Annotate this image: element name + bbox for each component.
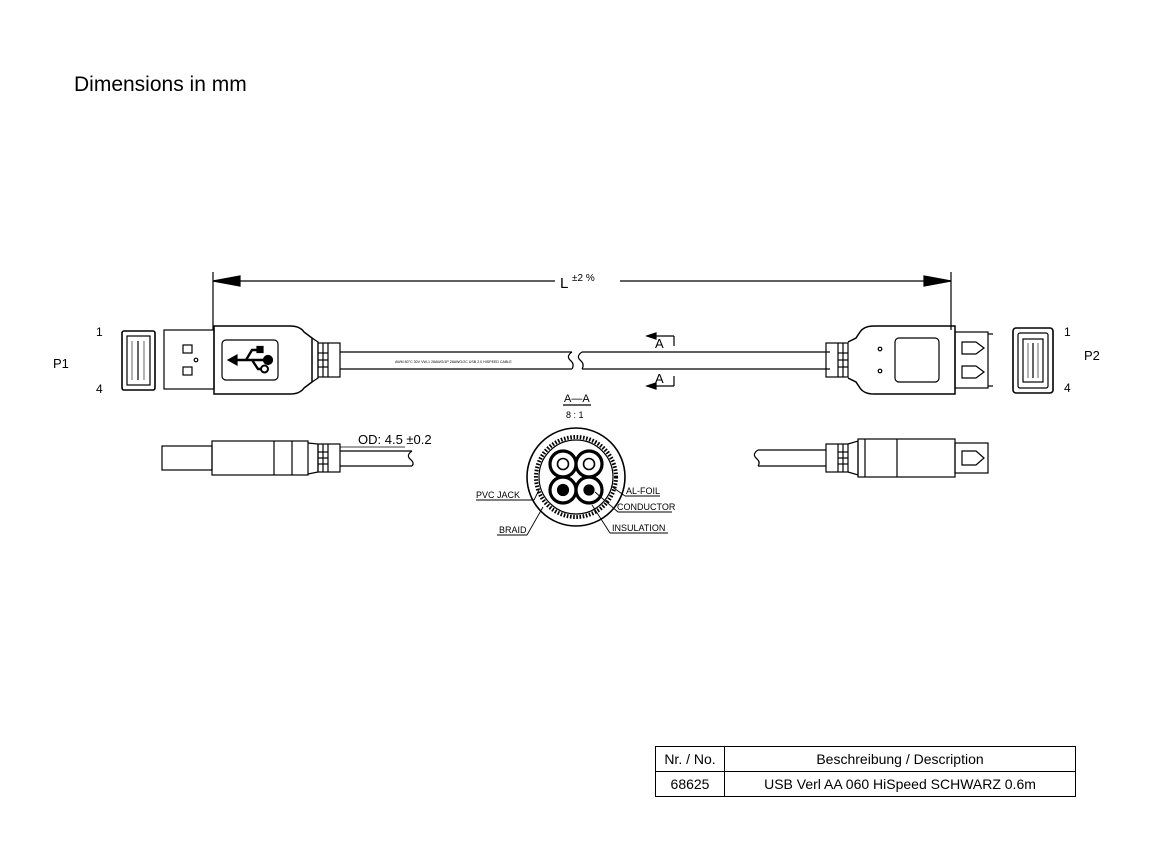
section-marker: A A xyxy=(645,332,675,390)
parts-table: Nr. / No. Beschreibung / Description 686… xyxy=(655,746,1076,797)
header-description: Beschreibung / Description xyxy=(724,746,1076,772)
section-leaders xyxy=(476,485,672,536)
cable-print: AWM 80°C 30V VW-1 28AWG/1P 28AWG/2C USB … xyxy=(395,360,512,364)
p1-plug-side-view xyxy=(163,325,341,395)
length-dimension: L ±2 % xyxy=(212,272,952,330)
p2-receptacle-top-view xyxy=(753,438,989,478)
cell-description: USB Verl AA 060 HiSpeed SCHWARZ 0.6m xyxy=(724,771,1076,797)
p2-receptacle-side-view xyxy=(825,325,993,395)
drawing-heading: Dimensions in mm xyxy=(74,73,247,96)
od-dimension: OD: 4.5 ±0.2 xyxy=(358,432,432,447)
length-tolerance: ±2 % xyxy=(572,273,595,284)
label-braid: BRAID xyxy=(499,525,527,535)
table-row: 68625 USB Verl AA 060 HiSpeed SCHWARZ 0.… xyxy=(655,771,1076,797)
length-label: L xyxy=(560,275,568,292)
section-marker-top-label: A xyxy=(655,336,664,351)
p2-end-view xyxy=(1012,327,1054,394)
arrowhead-left xyxy=(212,275,241,287)
header-number: Nr. / No. xyxy=(655,746,725,772)
section-scale: 8 : 1 xyxy=(566,410,584,420)
cable-cross-section xyxy=(526,427,626,527)
p2-label: P2 xyxy=(1084,348,1100,363)
arrowhead-right xyxy=(923,275,952,287)
table-header-row: Nr. / No. Beschreibung / Description xyxy=(655,746,1076,772)
label-conductor: CONDUCTOR xyxy=(617,502,676,512)
section-marker-bottom-label: A xyxy=(655,371,664,386)
foil-ring xyxy=(538,439,614,515)
p1-label: P1 xyxy=(53,356,69,371)
usb-logo-icon xyxy=(226,345,274,374)
label-al-foil: AL-FOIL xyxy=(626,486,660,496)
label-pvc-jack: PVC JACK xyxy=(476,490,520,500)
cable-top-view: AWM 80°C 30V VW-1 28AWG/1P 28AWG/2C USB … xyxy=(340,351,830,370)
cell-number: 68625 xyxy=(655,771,725,797)
braid-ring xyxy=(534,435,618,519)
p1-pin-last: 4 xyxy=(96,382,103,396)
p2-pin-last: 4 xyxy=(1064,381,1071,395)
section-title: A—A xyxy=(564,393,590,405)
label-insulation: INSULATION xyxy=(612,523,665,533)
pvc-jacket-outline xyxy=(526,427,626,527)
p2-pin-first: 1 xyxy=(1064,325,1071,339)
p1-end-view xyxy=(121,330,156,391)
p1-pin-first: 1 xyxy=(96,325,103,339)
p1-plug-top-view: OD: 4.5 ±0.2 xyxy=(161,432,432,476)
